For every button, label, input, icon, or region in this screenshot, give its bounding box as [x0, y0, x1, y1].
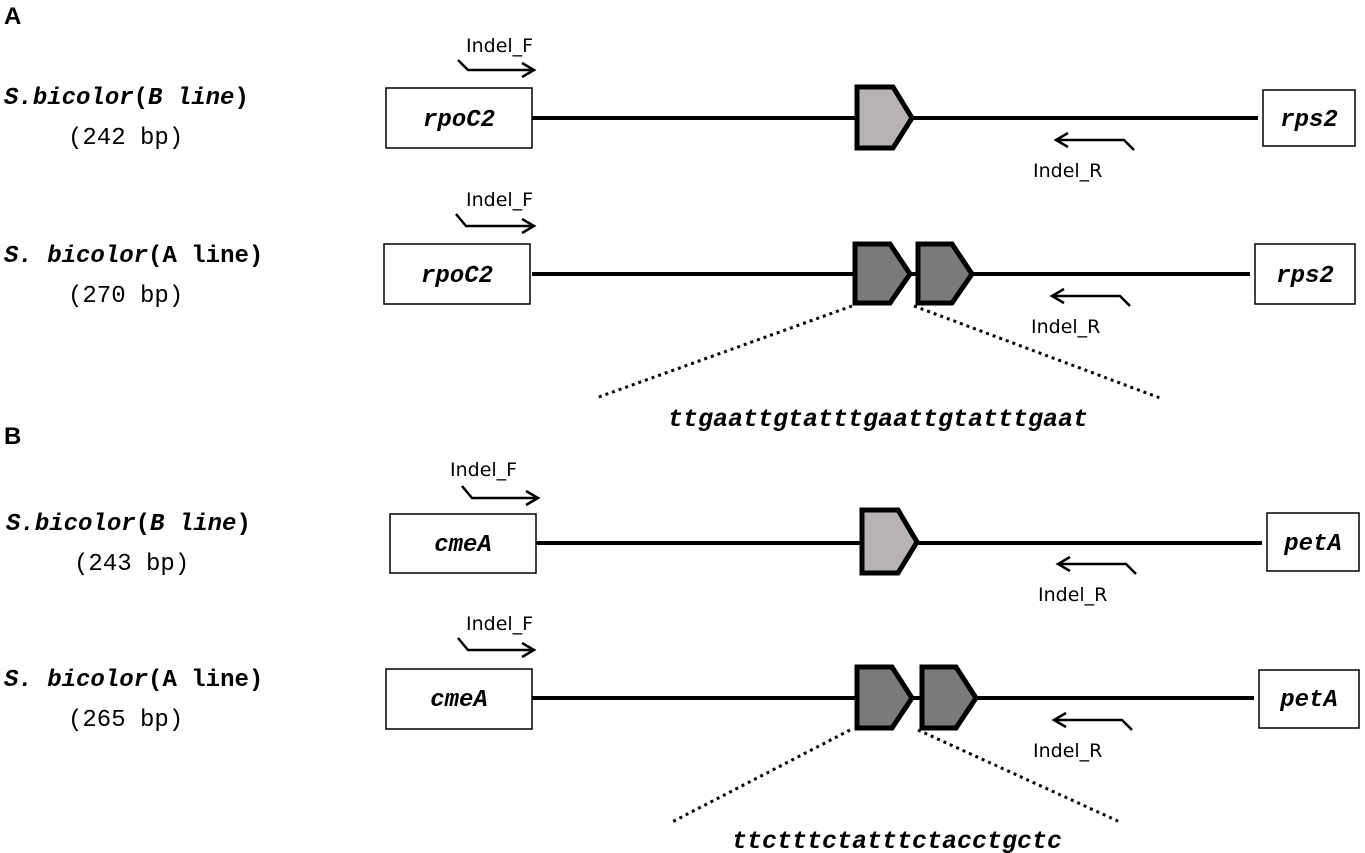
gene-right-label: petA [1283, 531, 1342, 558]
repeat-unit-marker [854, 84, 915, 151]
panel-label-b: B [4, 423, 21, 450]
zoom-dotted-line-left [595, 304, 853, 400]
primer-r-label: Indel_R [1033, 740, 1102, 762]
reverse-arrow-icon [1055, 555, 1137, 575]
species-label: S.bicolor(B line) [6, 511, 251, 538]
gene-box-left [385, 87, 533, 149]
gene-right-label: rps2 [1276, 263, 1334, 290]
insert-sequence: ttctttctatttctacctgctc [732, 827, 1062, 853]
repeat-unit-marker [854, 664, 915, 731]
panel-label-a: A [4, 3, 21, 30]
primer-f-label: Indel_F [466, 613, 533, 635]
panel-b-row-a-line: S. bicolor(A line) (265 bp) Indel_F cmeA… [4, 613, 1360, 853]
insert-sequence: ttgaattgtatttgaattgtatttgaat [668, 405, 1088, 434]
zoom-dotted-line-right [917, 728, 1121, 824]
gene-box-right [1262, 89, 1356, 147]
species-label: S. bicolor(A line) [4, 667, 263, 694]
species-label: S.bicolor(B line) [4, 85, 249, 112]
forward-arrow-icon [457, 59, 537, 79]
gene-left-label: rpoC2 [421, 263, 493, 290]
reverse-arrow-icon [1051, 711, 1133, 731]
repeat-unit-marker [852, 241, 914, 306]
panel-a-row-a-line: S. bicolor(A line) (270 bp) Indel_F rpoC… [4, 189, 1356, 434]
zoom-dotted-line-right [913, 304, 1161, 400]
primer-r-label: Indel_R [1031, 316, 1100, 338]
gene-right-label: rps2 [1280, 107, 1338, 134]
amplicon-size: (265 bp) [68, 707, 183, 734]
primer-f-label: Indel_F [450, 459, 517, 481]
gene-right-label: petA [1279, 687, 1338, 714]
gene-box-right [1258, 669, 1360, 729]
gene-left-label: cmeA [430, 687, 488, 714]
forward-arrow-icon [455, 213, 537, 235]
primer-r-label: Indel_R [1038, 584, 1107, 606]
amplicon-size: (243 bp) [74, 551, 189, 578]
panel-a-row-b-line: S.bicolor(B line) (242 bp) Indel_F rpoC2… [4, 35, 1356, 182]
reverse-arrow-icon [1053, 131, 1135, 151]
gene-left-label: rpoC2 [423, 107, 495, 134]
species-label: S. bicolor(A line) [4, 243, 263, 270]
reverse-arrow-icon [1049, 287, 1131, 307]
primer-f-label: Indel_F [466, 35, 533, 57]
gene-box-left [385, 668, 533, 730]
repeat-unit-marker [919, 664, 979, 731]
primer-r-label: Indel_R [1033, 160, 1102, 182]
repeat-unit-marker [859, 507, 920, 576]
amplicon-size: (270 bp) [68, 283, 183, 310]
gene-box-left [383, 243, 531, 305]
amplicon-size: (242 bp) [68, 125, 183, 152]
gene-left-label: cmeA [434, 532, 492, 559]
repeat-unit-marker [915, 241, 976, 306]
gene-box-left [389, 513, 537, 574]
panel-b-row-b-line: S.bicolor(B line) (243 bp) Indel_F cmeA … [6, 459, 1360, 606]
primer-f-label: Indel_F [466, 189, 533, 211]
forward-arrow-icon [461, 485, 541, 507]
forward-arrow-icon [457, 637, 537, 659]
gene-box-right [1254, 243, 1356, 305]
zoom-dotted-line-left [671, 728, 851, 824]
gene-box-right [1266, 512, 1360, 572]
